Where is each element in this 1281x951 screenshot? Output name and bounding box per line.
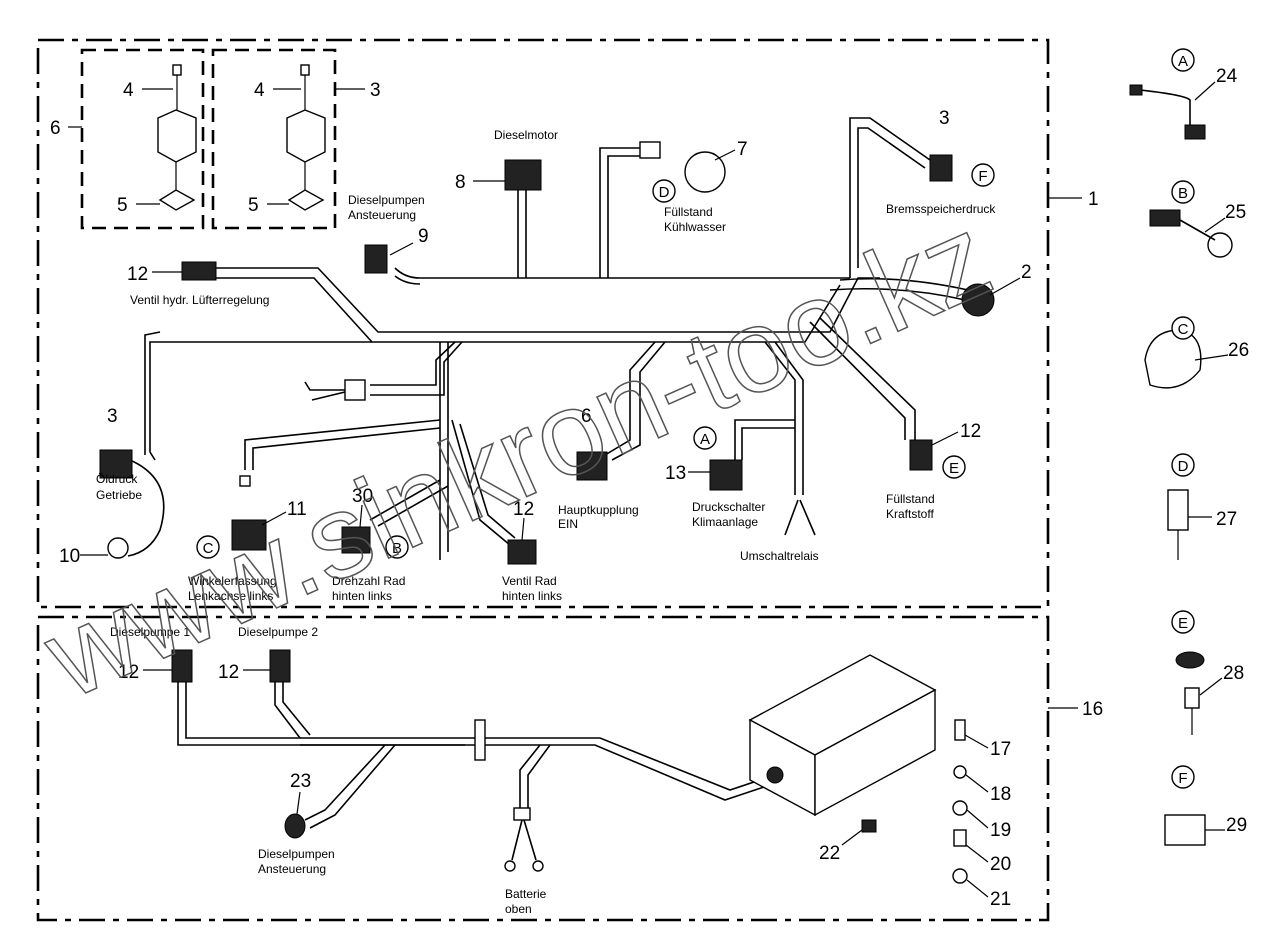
callout-12: 12: [218, 662, 239, 683]
callout-4: 4: [123, 80, 134, 101]
label-oeldruck: Öldruck: [96, 472, 138, 486]
label-getriebe: Getriebe: [96, 488, 142, 502]
lower-harness-wires: [177, 680, 776, 861]
label-batterie: Batterie: [505, 887, 547, 901]
callout-26: 26: [1228, 340, 1249, 361]
label-dieselpumpe-2: Dieselpumpe 2: [238, 625, 318, 639]
callout-20: 20: [990, 854, 1011, 875]
callout-27: 27: [1216, 509, 1237, 530]
letter-f: F: [978, 168, 987, 185]
sensor-part-6: [157, 64, 197, 211]
upper-harness-frame: [36, 38, 1050, 609]
callout-5: 5: [248, 195, 259, 216]
letter-a: A: [700, 431, 710, 448]
label-luefterregelung: Ventil hydr. Lüfterregelung: [130, 293, 269, 307]
callout-18: 18: [990, 784, 1011, 805]
callout-25: 25: [1225, 202, 1246, 223]
callout-28: 28: [1223, 663, 1244, 684]
letter-d: D: [1178, 458, 1189, 475]
callout-19: 19: [990, 820, 1011, 841]
label-drehzahl: Drehzahl Rad: [332, 574, 405, 588]
letter-b: B: [1178, 185, 1188, 202]
reference-letters: A B C D E F D F A E C B: [196, 48, 1195, 789]
callout-10: 10: [59, 546, 80, 567]
callout-9: 9: [418, 226, 429, 247]
label-ein: EIN: [558, 517, 578, 531]
label-dieselpumpe-1: Dieselpumpe 1: [110, 625, 190, 639]
callout-12: 12: [118, 662, 139, 683]
label-fuellstand: Füllstand: [664, 205, 713, 219]
letter-c: C: [1178, 321, 1189, 338]
callout-2: 2: [1021, 262, 1032, 283]
label-druckschalter: Druckschalter: [692, 500, 765, 514]
label-drehzahl-hinten: hinten links: [332, 589, 392, 603]
label-ventil-rad: Ventil Rad: [502, 574, 557, 588]
letter-c: C: [203, 540, 214, 557]
label-dieselpumpen: Dieselpumpen: [348, 193, 425, 207]
label-umschaltrelais: Umschaltrelais: [740, 549, 819, 563]
label-fuellstand-kraftstoff: Füllstand: [886, 492, 935, 506]
callout-6: 6: [50, 118, 61, 139]
label-klimaanlage: Klimaanlage: [692, 515, 758, 529]
label-winkelerfassung: Winkelerfassung: [188, 574, 277, 588]
callout-22: 22: [819, 843, 840, 864]
label-oben: oben: [505, 902, 532, 916]
callout-1: 1: [1088, 189, 1099, 210]
label-dieselmotor: Dieselmotor: [494, 128, 558, 142]
callout-6: 6: [581, 406, 592, 427]
label-kraftstoff: Kraftstoff: [886, 507, 934, 521]
label-lenkachse: Lenkachse links: [188, 589, 273, 603]
label-dieselpumpen-lower: Dieselpumpen: [258, 847, 335, 861]
label-ventil-hinten: hinten links: [502, 589, 562, 603]
callout-12: 12: [960, 421, 981, 442]
label-bremsspeicherdruck: Bremsspeicherdruck: [886, 202, 996, 216]
letter-e: E: [1178, 615, 1188, 632]
upper-harness-wires: [127, 117, 969, 560]
control-box: [748, 654, 937, 817]
label-ansteuerung: Ansteuerung: [348, 208, 416, 222]
callout-30: 30: [352, 486, 373, 507]
callout-11: 11: [287, 499, 307, 520]
callout-16: 16: [1082, 699, 1103, 720]
callout-3: 3: [107, 406, 118, 427]
label-ansteuerung-lower: Ansteuerung: [258, 862, 326, 876]
callouts: 1 16 4 4 3 6 5 5 8 9 7 3 2 12 3 10 11 30…: [50, 66, 1249, 910]
letter-d: D: [659, 184, 670, 201]
label-hauptkupplung: Hauptkupplung: [558, 503, 639, 517]
callout-17: 17: [990, 739, 1011, 760]
letter-a: A: [1178, 53, 1188, 70]
callout-4: 4: [254, 80, 265, 101]
lower-harness-frame: [36, 615, 1050, 922]
label-kuehlwasser: Kühlwasser: [664, 220, 726, 234]
callout-7: 7: [737, 139, 748, 160]
callout-12: 12: [127, 264, 148, 285]
callout-21: 21: [990, 889, 1011, 910]
callout-8: 8: [455, 172, 466, 193]
letter-b: B: [392, 540, 402, 557]
callout-29: 29: [1226, 815, 1247, 836]
subassembly-frame-3: [211, 48, 337, 230]
callout-13: 13: [665, 463, 686, 484]
components: [99, 64, 1233, 884]
callout-3: 3: [370, 80, 381, 101]
callout-24: 24: [1216, 66, 1238, 87]
callout-5: 5: [117, 195, 128, 216]
sensor-part-3: [286, 64, 326, 211]
letter-e: E: [949, 460, 959, 477]
callout-23: 23: [290, 771, 311, 792]
callout-12: 12: [513, 499, 534, 520]
component-labels: Dieselmotor Dieselpumpen Ansteuerung Fül…: [96, 128, 996, 916]
subassembly-frame-6: [80, 48, 205, 230]
callout-3: 3: [939, 108, 950, 129]
letter-f: F: [1178, 770, 1187, 787]
